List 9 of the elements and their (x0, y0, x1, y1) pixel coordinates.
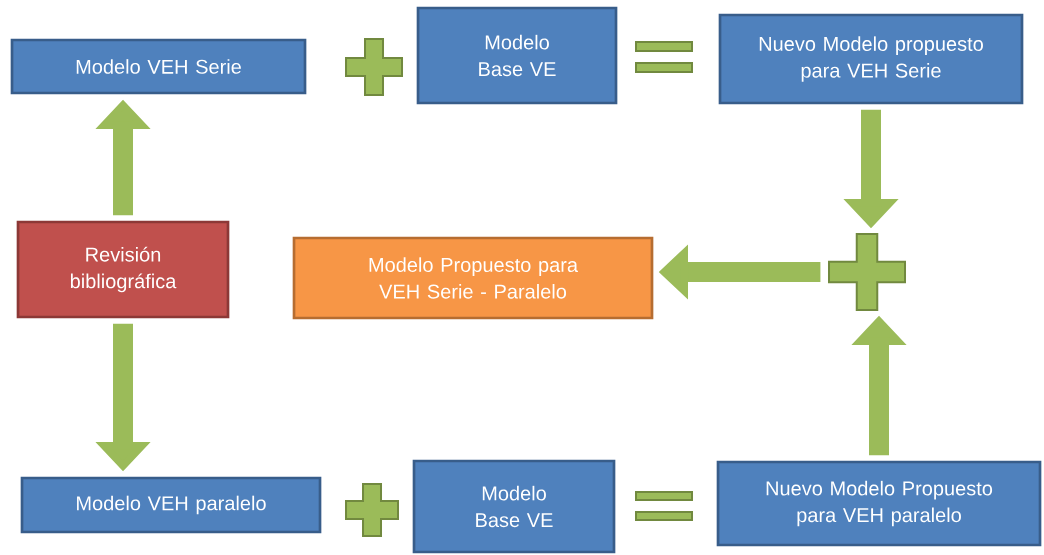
plus-sign (828, 233, 906, 311)
process-box: Nuevo Modelo Propuesto para VEH paralelo (716, 460, 1042, 547)
process-box: Nuevo Modelo propuesto para VEH Serie (718, 13, 1024, 105)
process-box: Modelo VEH paralelo (20, 476, 322, 534)
process-box: Modelo Base VE (416, 6, 618, 105)
process-box: Modelo Base VE (412, 459, 616, 554)
process-box: Modelo Propuesto para VEH Serie - Paralelo (292, 236, 654, 320)
process-box: Revisión bibliográfica (16, 220, 230, 319)
process-box: Modelo VEH Serie (10, 38, 307, 95)
